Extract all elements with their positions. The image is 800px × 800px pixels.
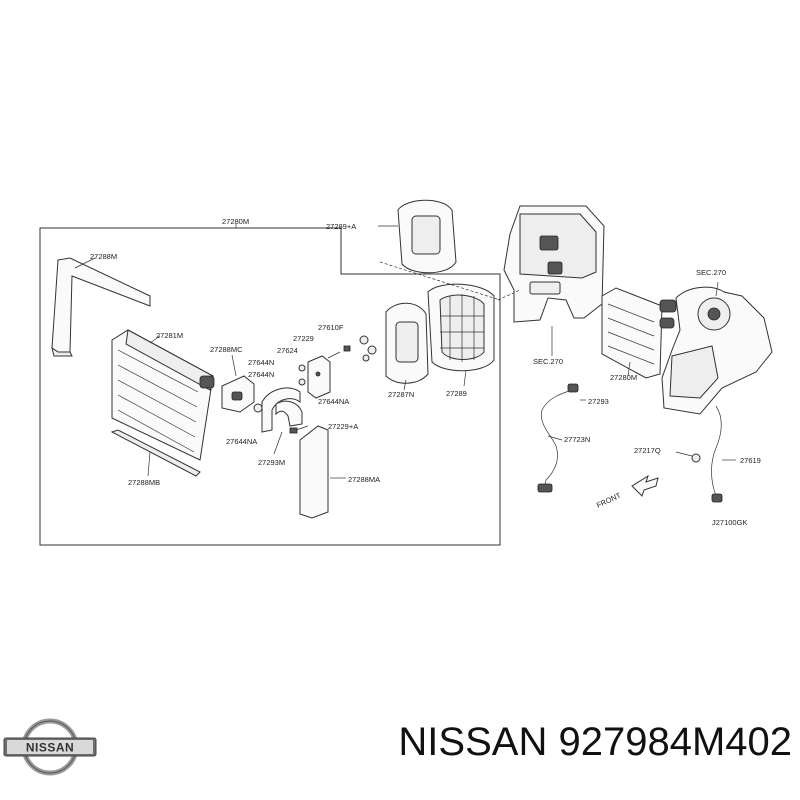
label-27293M: 27293M <box>258 458 285 467</box>
label-front: FRONT <box>595 491 623 510</box>
part-27288MB-strip <box>110 429 201 477</box>
label-27289: 27289 <box>446 389 467 398</box>
part-27289A-filter <box>378 199 501 301</box>
label-27644NA-2: 27644NA <box>226 437 257 446</box>
part-number-title: NISSAN 927984M402 <box>398 720 792 764</box>
part-27624-valve <box>307 355 331 399</box>
label-27644NA-1: 27644NA <box>318 397 349 406</box>
part-27288MC-seal <box>221 354 255 413</box>
label-sec270-mid: SEC.270 <box>533 357 563 366</box>
label-27644N-1: 27644N <box>248 358 274 367</box>
part-27288M-bracket <box>51 257 151 357</box>
label-27610F: 27610F <box>318 323 344 332</box>
label-27288MC: 27288MC <box>210 345 243 354</box>
part-27229-bolts <box>289 345 351 434</box>
part-27281M-evaporator <box>111 329 215 461</box>
part-blower-unit-right <box>661 281 773 415</box>
nissan-emblem: NISSAN <box>3 718 97 776</box>
label-27619: 27619 <box>740 456 761 465</box>
label-27280M-right: 27280M <box>610 373 637 382</box>
label-27217Q: 27217Q <box>634 446 661 455</box>
label-27723N: 27723N <box>564 435 590 444</box>
part-heater-unit-sec270 <box>497 205 605 356</box>
label-27288M: 27288M <box>90 252 117 261</box>
label-code: J27100GK <box>712 518 747 527</box>
part-27293M-pipes <box>253 364 306 455</box>
part-27723N-harness <box>537 383 586 493</box>
label-27280M: 27280M <box>222 217 249 226</box>
part-27610F-clips <box>359 335 377 362</box>
assembly-frame <box>39 224 501 546</box>
label-27288MA: 27288MA <box>348 475 380 484</box>
label-27229: 27229 <box>293 334 314 343</box>
label-27287N: 27287N <box>388 390 414 399</box>
label-27624: 27624 <box>277 346 298 355</box>
part-labels: 27280M 27289+A 27288M 27281M 27288MC 276… <box>90 217 761 527</box>
svg-text:NISSAN: NISSAN <box>26 741 74 755</box>
front-arrow <box>631 474 659 497</box>
part-27280M-core <box>601 287 677 379</box>
label-sec270-top: SEC.270 <box>696 268 726 277</box>
label-27289A: 27289+A <box>326 222 356 231</box>
label-27281M: 27281M <box>156 331 183 340</box>
label-27293: 27293 <box>588 397 609 406</box>
part-27619-hose <box>675 405 736 503</box>
part-27288MA-seal <box>299 425 346 519</box>
nissan-logo: NISSAN <box>3 718 97 776</box>
label-27644N-2: 27644N <box>248 370 274 379</box>
label-27288MB: 27288MB <box>128 478 160 487</box>
part-27289-filter <box>427 283 495 387</box>
part-27287N-case <box>385 302 429 391</box>
label-27229A: 27229+A <box>328 422 358 431</box>
